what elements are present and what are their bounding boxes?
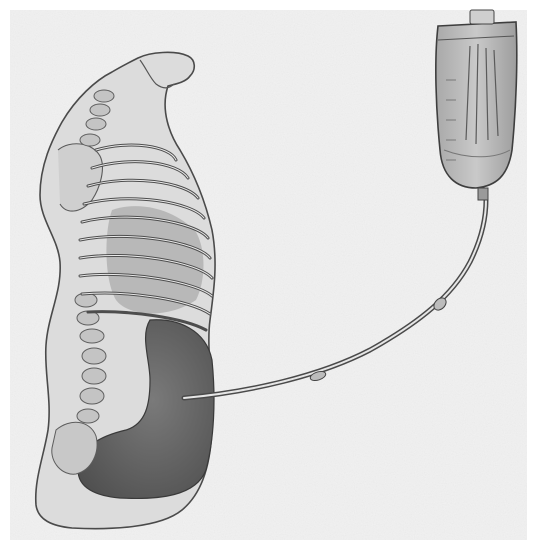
drainage-bag xyxy=(436,10,517,200)
